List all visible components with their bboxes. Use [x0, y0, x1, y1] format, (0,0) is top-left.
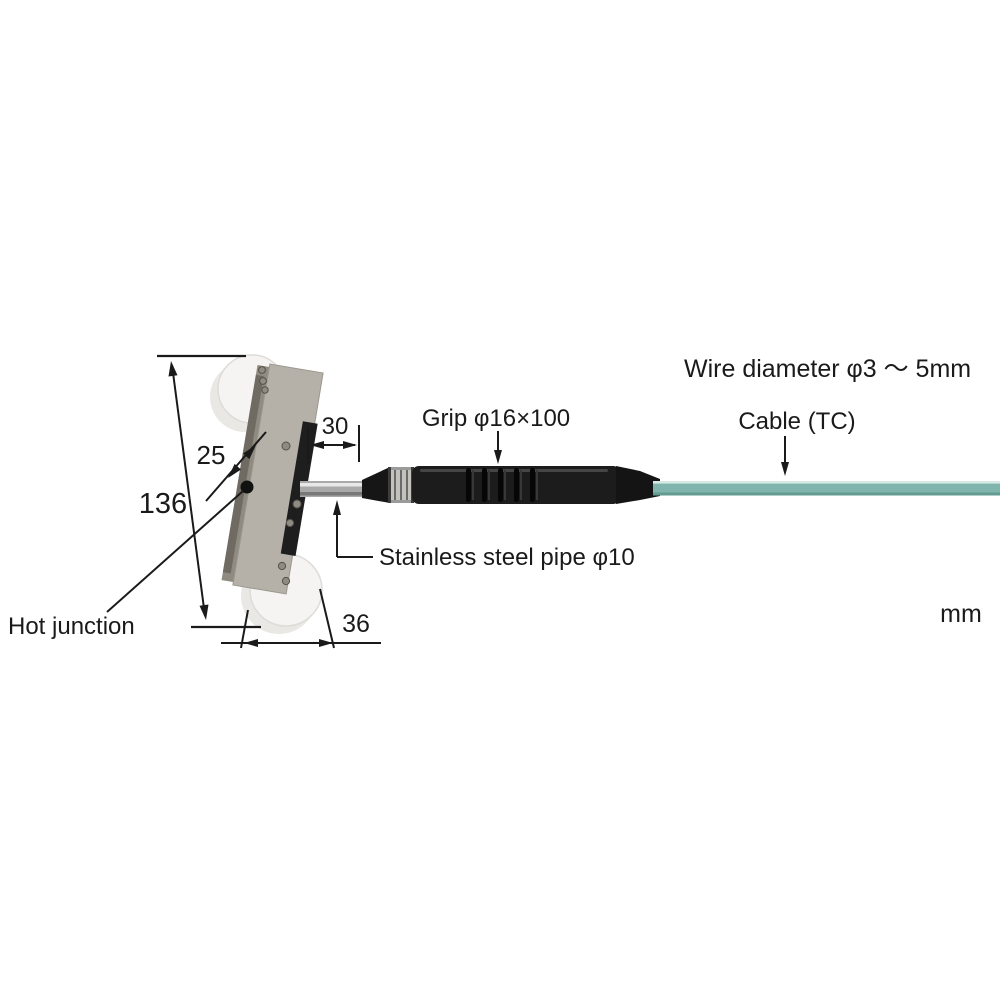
hot-junction-label: Hot junction: [8, 613, 135, 640]
cable-label: Cable (TC): [738, 408, 855, 435]
plate-screws: [258, 366, 302, 586]
grip-leader: [494, 431, 502, 464]
dimension-30: [307, 425, 360, 464]
dimension-25: [205, 431, 267, 502]
cable-leader: [781, 436, 789, 476]
mounting-plate: [232, 364, 324, 594]
dimension-36: [221, 588, 381, 649]
hot-junction-leader: [106, 490, 244, 613]
dim-30-value: 30: [322, 413, 349, 440]
cable: [653, 481, 1000, 496]
dim-136-value: 136: [139, 488, 187, 520]
grip-taper: [616, 466, 660, 504]
stainless-pipe: [300, 481, 374, 497]
hot-junction-dot: [240, 480, 254, 494]
dim-36-value: 36: [342, 610, 370, 638]
unit-label: mm: [940, 600, 982, 628]
probe-head: [210, 354, 324, 634]
wire-diameter-label: Wire diameter φ3 ～ 5mm: [684, 355, 971, 383]
grip-label: Grip φ16×100: [422, 405, 570, 432]
plate-side-shadow: [222, 374, 264, 574]
grip-band: [388, 467, 414, 503]
dimension-136: [157, 354, 261, 629]
grip-cone: [362, 467, 390, 503]
pipe-leader: [333, 500, 373, 558]
grip-handle: [362, 466, 660, 504]
dim-25-value: 25: [197, 440, 226, 470]
grip-ribs: [466, 468, 538, 502]
stainless-pipe-label: Stainless steel pipe φ10: [379, 544, 635, 571]
